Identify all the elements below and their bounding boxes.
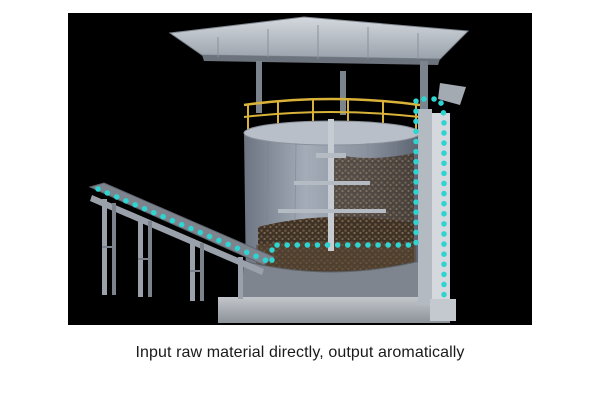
discharge-chute [418, 109, 456, 321]
roof-canopy [168, 16, 470, 117]
caption: Input raw material directly, output arom… [135, 344, 465, 361]
tank-base [218, 260, 450, 323]
fermenter-illustration [68, 13, 532, 325]
material-flow-path [95, 96, 447, 302]
fermenter-svg [88, 16, 470, 323]
agitator [278, 119, 386, 251]
